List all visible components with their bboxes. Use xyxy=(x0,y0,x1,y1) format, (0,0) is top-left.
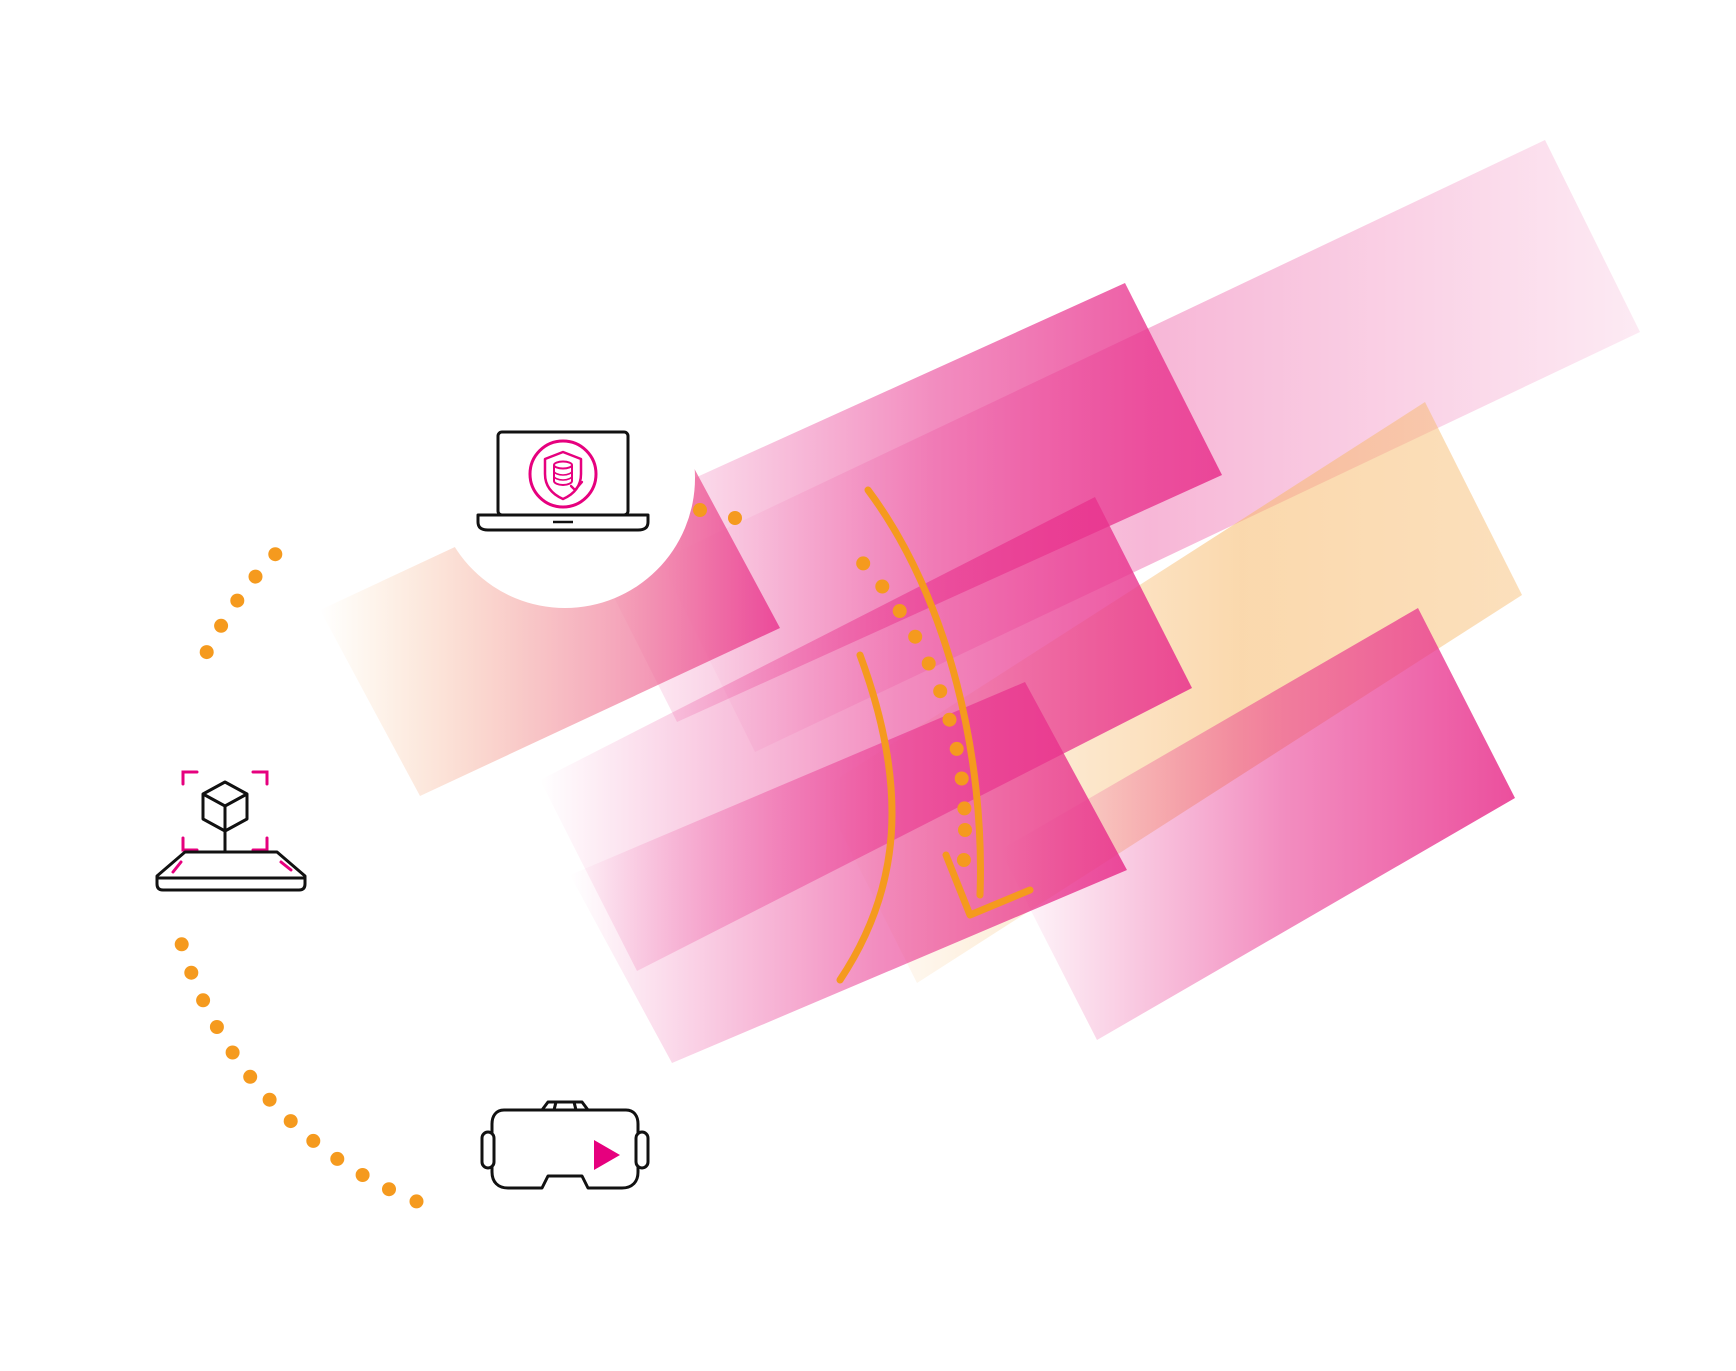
cycle-dot xyxy=(875,579,890,594)
laptop-database-shield-icon xyxy=(476,430,650,532)
cycle-dot xyxy=(908,629,923,644)
flow-arrows xyxy=(836,486,1034,984)
cycle-dot xyxy=(214,618,229,633)
arrow-arc-inner xyxy=(836,651,896,984)
cycle-dot xyxy=(230,593,245,608)
cycle-dot xyxy=(330,1151,345,1166)
cycle-dot xyxy=(933,684,948,699)
cycle-dot xyxy=(409,1194,424,1209)
arrow-arc-outer xyxy=(864,486,984,899)
cycle-dot xyxy=(306,1133,321,1148)
cycle-dot xyxy=(957,801,972,816)
cycle-dot xyxy=(248,569,263,584)
cycle-dot xyxy=(262,1092,277,1107)
dotted-cycle xyxy=(174,503,972,1209)
cycle-dot xyxy=(184,965,199,980)
cycle-dot xyxy=(728,511,742,525)
cycle-dot xyxy=(949,741,964,756)
cycle-dot xyxy=(958,823,972,837)
cycle-dot xyxy=(199,645,214,660)
band-lower-right xyxy=(1000,608,1515,1040)
cycle-dot xyxy=(174,937,189,952)
cycle-dot xyxy=(942,712,957,727)
cycle-dot xyxy=(268,547,283,562)
decorative-bands xyxy=(320,140,1640,1063)
arrow-head xyxy=(942,851,1034,919)
cycle-dot xyxy=(209,1020,224,1034)
cycle-dot xyxy=(243,1069,258,1084)
cycle-dot xyxy=(921,656,936,671)
cycle-dot xyxy=(225,1045,240,1060)
cycle-dot xyxy=(693,503,707,517)
cycle-dot xyxy=(892,604,907,618)
cycle-dot xyxy=(856,556,871,571)
cycle-dot xyxy=(355,1168,370,1182)
cycle-dot xyxy=(954,771,969,786)
tablet-ar-cube-icon xyxy=(155,770,307,892)
cycle-dot xyxy=(283,1114,298,1129)
cycle-dot xyxy=(382,1182,396,1197)
band-lower-mid xyxy=(570,682,1127,1063)
cycle-dot xyxy=(956,853,971,867)
cycle-dot xyxy=(196,993,211,1008)
vr-headset-play-icon xyxy=(480,1100,650,1190)
